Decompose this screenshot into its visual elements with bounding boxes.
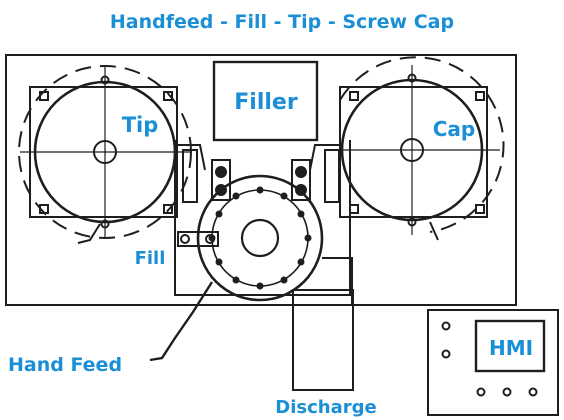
hmi-enclosure xyxy=(427,309,559,416)
discharge-label: Discharge xyxy=(275,397,376,418)
left-bracket xyxy=(177,144,206,171)
discharge-chute xyxy=(292,257,354,391)
cap-label: Cap xyxy=(433,117,476,141)
hmi-button xyxy=(476,387,486,397)
right-nozzle xyxy=(291,159,311,201)
tip-sweep-path xyxy=(18,65,192,239)
right-bracket xyxy=(309,144,340,171)
fill-starwheel xyxy=(196,174,324,302)
cap-station xyxy=(330,56,505,241)
hmi-button xyxy=(441,321,451,331)
filler-box xyxy=(212,60,319,142)
hmi-button xyxy=(441,349,451,359)
hmi-label: HMI xyxy=(489,336,533,360)
hand-feed-label: Hand Feed xyxy=(8,354,122,376)
feed-linkage xyxy=(177,231,219,247)
starwheel-inner xyxy=(211,189,309,287)
tip-station xyxy=(18,65,192,244)
fill-label: Fill xyxy=(135,248,166,269)
hmi-screen xyxy=(474,319,546,373)
filler-label: Filler xyxy=(234,90,298,115)
starwheel-hub xyxy=(240,218,280,258)
machine-frame xyxy=(5,54,517,306)
hmi-button xyxy=(502,387,512,397)
hmi-button xyxy=(528,387,538,397)
hand-feed-leader xyxy=(149,281,214,362)
hmi-panel xyxy=(427,309,559,416)
starwheel-outer xyxy=(196,174,324,302)
discharge-conveyor xyxy=(292,289,354,391)
left-guide-rail xyxy=(182,149,198,203)
right-guide-rail xyxy=(324,149,340,203)
tip-label: Tip xyxy=(122,113,159,137)
diagram-title: Handfeed - Fill - Tip - Screw Cap xyxy=(110,11,454,33)
cap-sweep-path xyxy=(339,56,505,233)
